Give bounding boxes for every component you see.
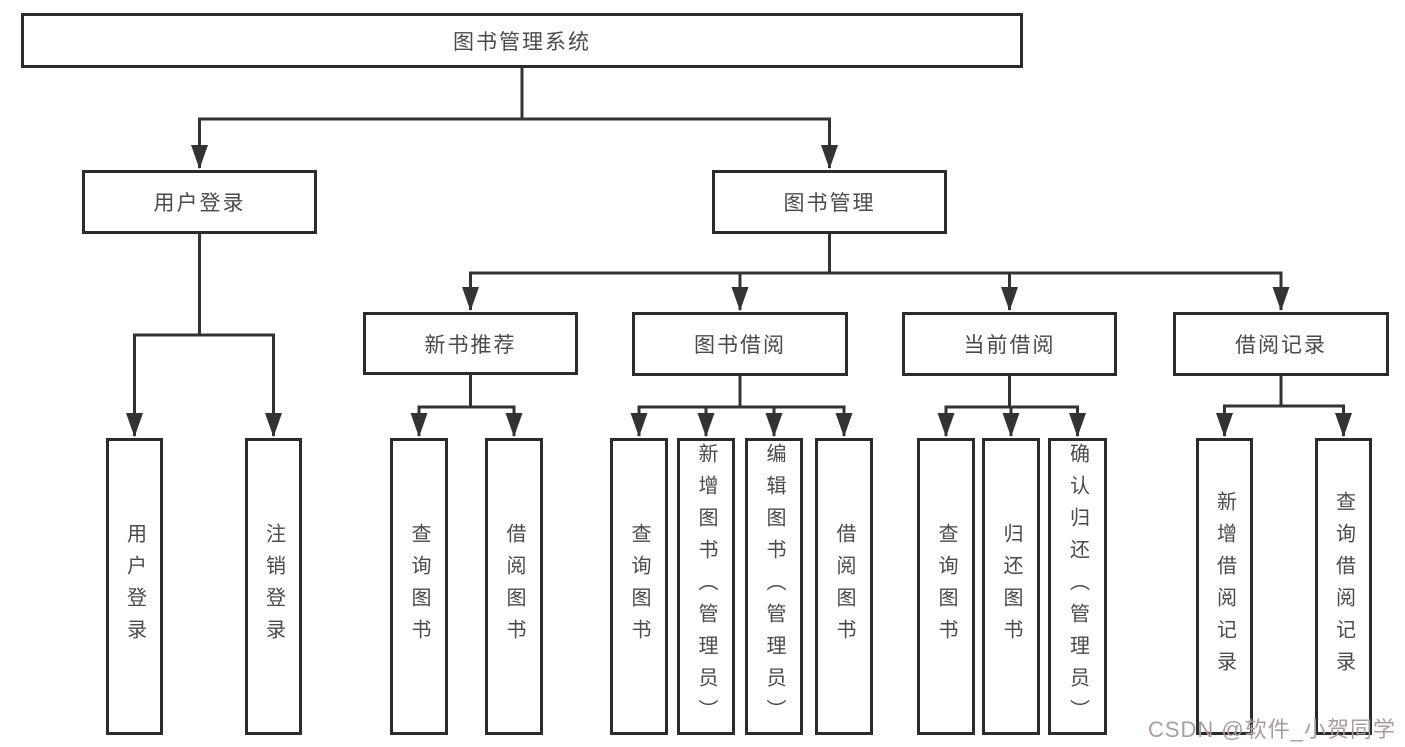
leaf-bb-query-books: 查询图书 [610,438,668,735]
node-borrowing-records: 借阅记录 [1173,312,1389,376]
csdn-watermark: CSDN @软件_小贺同学 [1147,717,1396,742]
leaf-user-login: 用户登录 [106,438,163,735]
node-user-login-module: 用户登录 [82,170,317,234]
leaf-cb-query-books: 查询图书 [917,438,975,735]
node-book-management: 图书管理 [712,170,947,234]
leaf-nbr-borrow-books: 借阅图书 [485,438,543,735]
leaf-cb-return-books: 归还图书 [982,438,1040,735]
leaf-br-add-borrow-record: 新增借阅记录 [1196,438,1253,735]
leaf-br-query-borrow-record: 查询借阅记录 [1315,438,1372,735]
node-current-borrowing: 当前借阅 [902,312,1117,376]
leaf-logout-login: 注销登录 [245,438,302,735]
leaf-cb-confirm-return-admin: 确认归还（管理员） [1048,438,1107,735]
leaf-nbr-query-books: 查询图书 [390,438,448,735]
node-new-book-recommendation: 新书推荐 [363,312,578,375]
leaf-bb-borrow-books: 借阅图书 [815,438,873,735]
leaf-bb-add-books-admin: 新增图书（管理员） [677,438,735,735]
node-book-management-system: 图书管理系统 [21,13,1023,68]
leaf-bb-edit-books-admin: 编辑图书（管理员） [745,438,803,735]
node-book-borrowing: 图书借阅 [632,312,848,376]
